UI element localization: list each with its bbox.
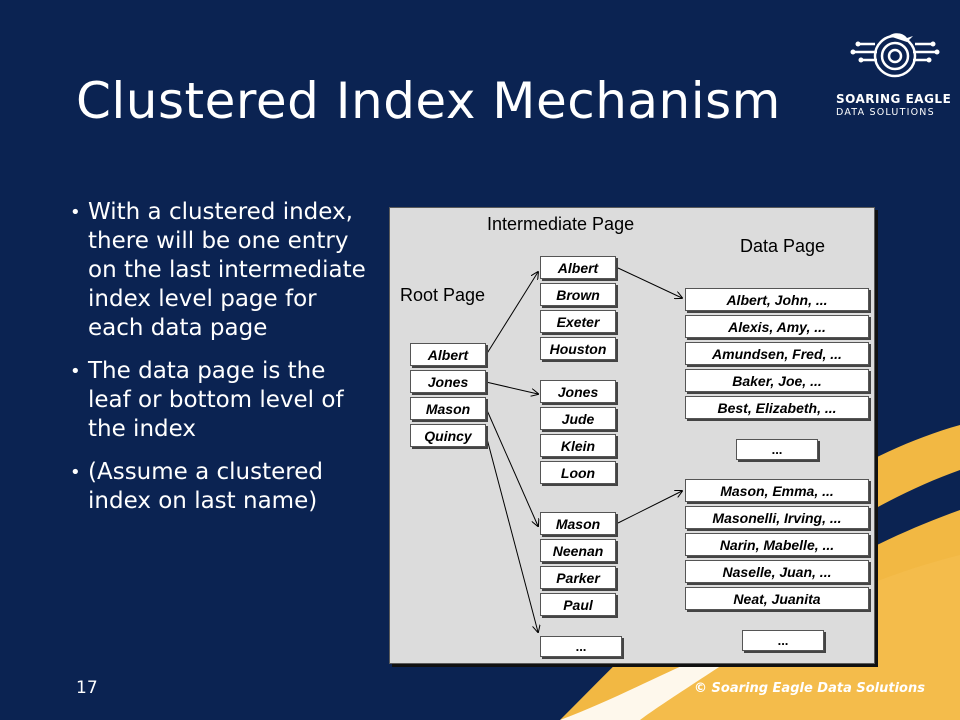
intermediate-entry: Mason <box>540 512 616 535</box>
intermediate-entry: Parker <box>540 566 616 589</box>
intermediate-entry: Exeter <box>540 310 616 333</box>
root-entry: Albert <box>410 343 486 366</box>
intermediate-page-2: Jones Jude Klein Loon <box>540 380 616 488</box>
logo-tagline: DATA SOLUTIONS <box>836 107 935 118</box>
arrow-inter-albert <box>617 267 682 298</box>
data-more: ... <box>736 439 818 460</box>
bullet-list: With a clustered index, there will be on… <box>70 198 370 530</box>
data-row: Masonelli, Irving, ... <box>685 506 869 529</box>
bullet-item: With a clustered index, there will be on… <box>70 198 370 343</box>
arrow-root-mason <box>485 407 538 526</box>
intermediate-page-label: Intermediate Page <box>487 214 635 234</box>
intermediate-page-1: Albert Brown Exeter Houston <box>540 256 616 364</box>
root-entry: Quincy <box>410 424 486 447</box>
intermediate-entry: Albert <box>540 256 616 279</box>
copyright-notice: © Soaring Eagle Data Solutions <box>694 681 925 696</box>
logo-name: SOARING EAGLE <box>836 92 952 106</box>
data-page-1: Albert, John, ... Alexis, Amy, ... Amund… <box>685 288 869 423</box>
data-row: Best, Elizabeth, ... <box>685 396 869 419</box>
data-row: Mason, Emma, ... <box>685 479 869 502</box>
eagle-logo-icon <box>850 33 940 78</box>
root-page-label: Root Page <box>400 285 486 305</box>
intermediate-entry: Jones <box>540 380 616 403</box>
root-entry: Mason <box>410 397 486 420</box>
data-row: Amundsen, Fred, ... <box>685 342 869 365</box>
arrow-root-quincy <box>485 434 538 632</box>
diagram-arrows <box>485 267 874 663</box>
data-row: Naselle, Juan, ... <box>685 560 869 583</box>
data-page-label: Data Page <box>740 236 826 256</box>
bullet-item: (Assume a clustered index on last name) <box>70 458 370 516</box>
data-row: Baker, Joe, ... <box>685 369 869 392</box>
clustered-index-diagram: Intermediate Page Data Page Root Page Al… <box>389 207 875 664</box>
slide-title: Clustered Index Mechanism <box>76 72 781 130</box>
page-number: 17 <box>76 678 98 698</box>
intermediate-entry: Klein <box>540 434 616 457</box>
arrow-root-jones <box>485 381 538 394</box>
data-row: Alexis, Amy, ... <box>685 315 869 338</box>
data-row: Albert, John, ... <box>685 288 869 311</box>
intermediate-entry: Houston <box>540 337 616 360</box>
intermediate-entry: Brown <box>540 283 616 306</box>
arrow-inter-mason <box>617 491 682 524</box>
data-row: Neat, Juanita <box>685 587 869 610</box>
intermediate-entry: Paul <box>540 593 616 616</box>
intermediate-more: ... <box>540 636 622 657</box>
root-page: Albert Jones Mason Quincy <box>410 343 486 451</box>
data-page-2: Mason, Emma, ... Masonelli, Irving, ... … <box>685 479 869 614</box>
data-more: ... <box>742 630 824 651</box>
intermediate-entry: Jude <box>540 407 616 430</box>
root-entry: Jones <box>410 370 486 393</box>
intermediate-entry: Loon <box>540 461 616 484</box>
intermediate-page-3: Mason Neenan Parker Paul <box>540 512 616 620</box>
arrow-root-albert <box>485 272 538 356</box>
bullet-item: The data page is the leaf or bottom leve… <box>70 357 370 444</box>
intermediate-entry: Neenan <box>540 539 616 562</box>
data-row: Narin, Mabelle, ... <box>685 533 869 556</box>
